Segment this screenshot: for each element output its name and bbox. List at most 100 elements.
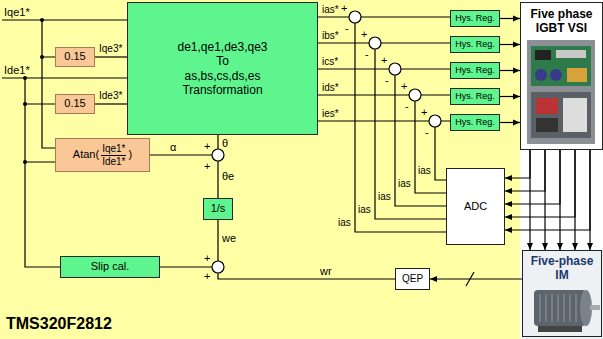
photo-part [536, 98, 558, 114]
junction-dot [23, 160, 27, 164]
hysteresis-box: Hys. Reg. [450, 36, 500, 53]
denominator: Ide1* [102, 156, 125, 168]
current-ref-label: ids* [322, 82, 339, 94]
gain-box: 0.15 [55, 94, 95, 114]
slip-box: Slip cal. [60, 256, 160, 278]
hysteresis-box: Hys. Reg. [450, 88, 500, 105]
fraction: Iqe1*Ide1* [101, 143, 126, 168]
box-label: ADC [464, 200, 487, 213]
current-ref-label: ies* [322, 108, 339, 120]
summing-circle [212, 261, 224, 273]
numerator: Iqe1* [101, 143, 126, 156]
connector [505, 150, 545, 194]
summing-circle [429, 115, 441, 127]
motor-body [534, 290, 586, 326]
photo-board [531, 46, 591, 86]
signal-label: θe [222, 170, 234, 183]
box-label: Hys. Reg. [455, 39, 495, 50]
box-label: 0.15 [64, 97, 85, 110]
current-ref-label: ias* [322, 4, 339, 16]
junction-dot [23, 102, 27, 106]
connector [505, 150, 560, 207]
signal-label: Ide3* [99, 90, 122, 102]
box-label: Five phase IGBT VSI [524, 7, 599, 36]
current-feedback-label: ias [398, 178, 411, 190]
connector-line [505, 150, 530, 178]
atan-box: Atan(Iqe1*Ide1*) [55, 138, 150, 172]
current-ref-label: ibs* [322, 30, 339, 42]
box-label: Hys. Reg. [455, 65, 495, 76]
arrowhead [513, 16, 520, 22]
connector [505, 150, 590, 233]
sum-sign: - [345, 22, 349, 35]
box-label: Slip cal. [91, 260, 130, 273]
arrowhead [542, 243, 548, 250]
connector-line [430, 278, 522, 279]
arrowhead [505, 227, 512, 233]
sum-sign: + [204, 252, 210, 265]
box-label: 1/s [211, 202, 226, 215]
inverter-photo [527, 40, 595, 144]
arrowhead [513, 120, 520, 126]
connector [95, 57, 127, 58]
box-label: Hys. Reg. [455, 91, 495, 102]
arrowhead [527, 243, 533, 250]
sum-sign: + [341, 2, 347, 15]
photo-frame [527, 40, 595, 144]
hysteresis-box: Hys. Reg. [450, 10, 500, 27]
summing-circle [212, 149, 224, 161]
sum-sign: + [381, 54, 387, 67]
signal-label: α [170, 141, 176, 154]
atan-formula: Atan(Iqe1*Ide1*) [73, 143, 132, 168]
connector-line [505, 150, 575, 217]
processor-label: TMS320F2812 [6, 314, 112, 333]
motor-photo [522, 250, 603, 339]
arrowhead [505, 188, 512, 194]
sum-sign: + [204, 270, 210, 283]
connector [505, 150, 575, 220]
current-feedback-label: ias [358, 204, 371, 216]
sum-sign: + [204, 140, 210, 153]
integrator-box: 1/s [203, 198, 233, 220]
current-wire [318, 121, 450, 180]
summing-circle [389, 63, 401, 75]
inverter-box: Five phase IGBT VSI [520, 2, 603, 150]
current-feedback-label: ias [418, 165, 431, 177]
arrowhead [505, 214, 512, 220]
junction-dot [40, 18, 44, 22]
sum-sign: - [385, 74, 389, 87]
current-feedback-label: ias [378, 191, 391, 203]
hysteresis-box: Hys. Reg. [450, 114, 500, 131]
signal-label: Iqe1* [4, 6, 30, 19]
angle-wire [150, 135, 395, 279]
sum-sign: + [421, 106, 427, 119]
connector-line [505, 150, 545, 191]
signal-label: wr [320, 265, 332, 278]
connector [500, 68, 520, 74]
arrowhead [557, 243, 563, 250]
junction-dot [23, 76, 27, 80]
photo-connector [556, 50, 586, 58]
sum-sign: + [204, 160, 210, 173]
arrowhead [513, 42, 520, 48]
motor-box: Five-phase IM [522, 250, 602, 337]
arrowhead [513, 94, 520, 100]
box-label: Hys. Reg. [455, 13, 495, 24]
photo-capacitor [550, 69, 562, 81]
gain-box: 0.15 [55, 47, 95, 67]
arrowhead [587, 243, 593, 250]
signal-label: θ [222, 137, 228, 150]
connector-line [95, 56, 127, 57]
motor-shaft [590, 305, 600, 310]
encoder-box: QEP [395, 268, 430, 290]
adc-box: ADC [446, 168, 505, 245]
sum-sign: - [425, 126, 429, 139]
box-label: QEP [402, 273, 423, 285]
transform-box: de1,qe1,de3,qe3 To as,bs,cs,ds,es Transf… [127, 2, 318, 135]
connector [505, 150, 530, 181]
summing-circle [409, 89, 421, 101]
current-ref-label: ics* [322, 56, 338, 68]
box-label: 0.15 [64, 50, 85, 63]
junction-dots [23, 18, 44, 164]
dsp-panel [0, 0, 520, 339]
